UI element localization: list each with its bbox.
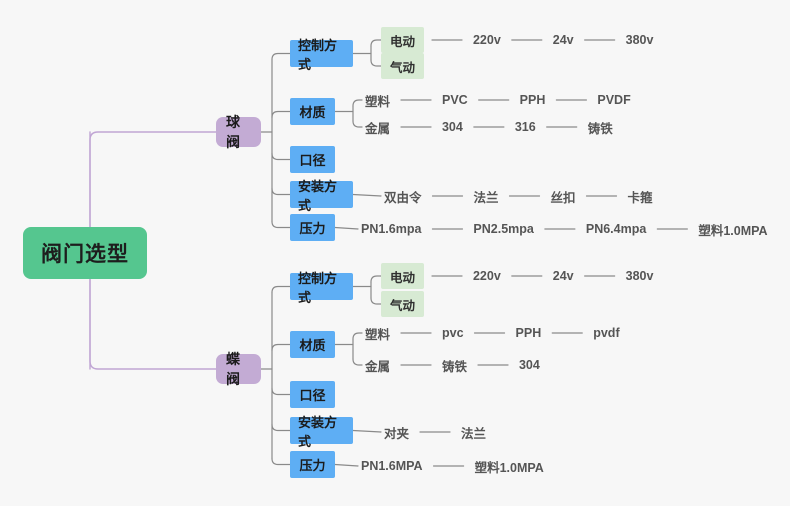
leaf-butterfly-material-1[interactable]: 金属 [364,359,390,374]
leaf-ball-pressure-0-value-1[interactable]: PN6.4mpa [585,222,647,236]
leaf-ball-control-mode-0[interactable]: 电动 [381,27,424,53]
sub-node-ball-control-mode[interactable]: 控制方式 [290,38,353,72]
leaf-ball-installation-0-value-2[interactable]: 卡箍 [627,190,653,205]
sub-node-butterfly-material[interactable]: 材质 [290,331,335,358]
sub-node-butterfly-installation[interactable]: 安装方式 [290,415,353,449]
leaf-butterfly-installation-0-value-0[interactable]: 法兰 [460,426,486,441]
leaf-butterfly-control-mode-0-value-0[interactable]: 220v [472,269,501,283]
leaf-ball-material-1-value-2[interactable]: 铸铁 [587,121,613,136]
branch-node-butterfly-valve[interactable]: 蝶阀 [216,351,261,387]
sub-node-ball-material[interactable]: 材质 [290,98,335,125]
sub-node-butterfly-control-mode[interactable]: 控制方式 [290,271,353,305]
leaf-ball-material-1[interactable]: 金属 [364,121,390,136]
leaf-butterfly-material-0-value-0[interactable]: pvc [441,326,464,340]
sub-node-ball-pressure[interactable]: 压力 [290,214,335,241]
leaf-ball-pressure-0-value-0[interactable]: PN2.5mpa [473,222,534,236]
leaf-ball-control-mode-0-value-0[interactable]: 220v [472,33,501,47]
sub-node-ball-installation[interactable]: 安装方式 [290,179,353,213]
leaf-ball-material-0[interactable]: 塑料 [364,94,390,109]
leaf-ball-material-0-value-0[interactable]: PVC [441,93,468,107]
leaf-ball-material-0-value-2[interactable]: PVDF [597,93,631,107]
leaf-butterfly-material-0-value-1[interactable]: PPH [515,326,542,340]
leaf-ball-material-1-value-0[interactable]: 304 [441,120,463,134]
leaf-ball-material-1-value-1[interactable]: 316 [514,120,536,134]
leaf-butterfly-pressure-0-value-0[interactable]: 塑料1.0MPA [474,460,544,475]
leaf-ball-installation-0-value-0[interactable]: 法兰 [473,190,499,205]
branch-node-ball-valve[interactable]: 球阀 [216,114,261,150]
sub-node-butterfly-diameter[interactable]: 口径 [290,381,335,408]
leaf-butterfly-control-mode-0-value-1[interactable]: 24v [552,269,574,283]
leaf-ball-pressure-0-value-2[interactable]: 塑料1.0MPA [698,223,768,238]
leaf-butterfly-control-mode-1[interactable]: 气动 [381,291,424,317]
leaf-ball-control-mode-0-value-2[interactable]: 380v [625,33,654,47]
sub-node-ball-diameter[interactable]: 口径 [290,146,335,173]
leaf-butterfly-control-mode-0-value-2[interactable]: 380v [625,269,654,283]
sub-node-butterfly-pressure[interactable]: 压力 [290,451,335,478]
leaf-ball-installation-0-value-1[interactable]: 丝扣 [550,190,576,205]
leaf-butterfly-material-1-value-1[interactable]: 304 [518,358,540,372]
leaf-butterfly-material-1-value-0[interactable]: 铸铁 [441,359,467,374]
leaf-ball-installation-0[interactable]: 双由令 [383,190,422,205]
leaf-butterfly-material-0[interactable]: 塑料 [364,327,390,342]
root-node-valve-selection[interactable]: 阀门选型 [23,227,147,279]
leaf-ball-material-0-value-1[interactable]: PPH [519,93,546,107]
leaf-butterfly-installation-0[interactable]: 对夹 [383,426,409,441]
leaf-butterfly-material-0-value-2[interactable]: pvdf [593,326,620,340]
leaf-butterfly-pressure-0[interactable]: PN1.6MPA [360,459,423,473]
leaf-butterfly-control-mode-0[interactable]: 电动 [381,263,424,289]
leaf-ball-control-mode-0-value-1[interactable]: 24v [552,33,574,47]
leaf-ball-control-mode-1[interactable]: 气动 [381,53,424,79]
leaf-ball-pressure-0[interactable]: PN1.6mpa [360,222,422,236]
